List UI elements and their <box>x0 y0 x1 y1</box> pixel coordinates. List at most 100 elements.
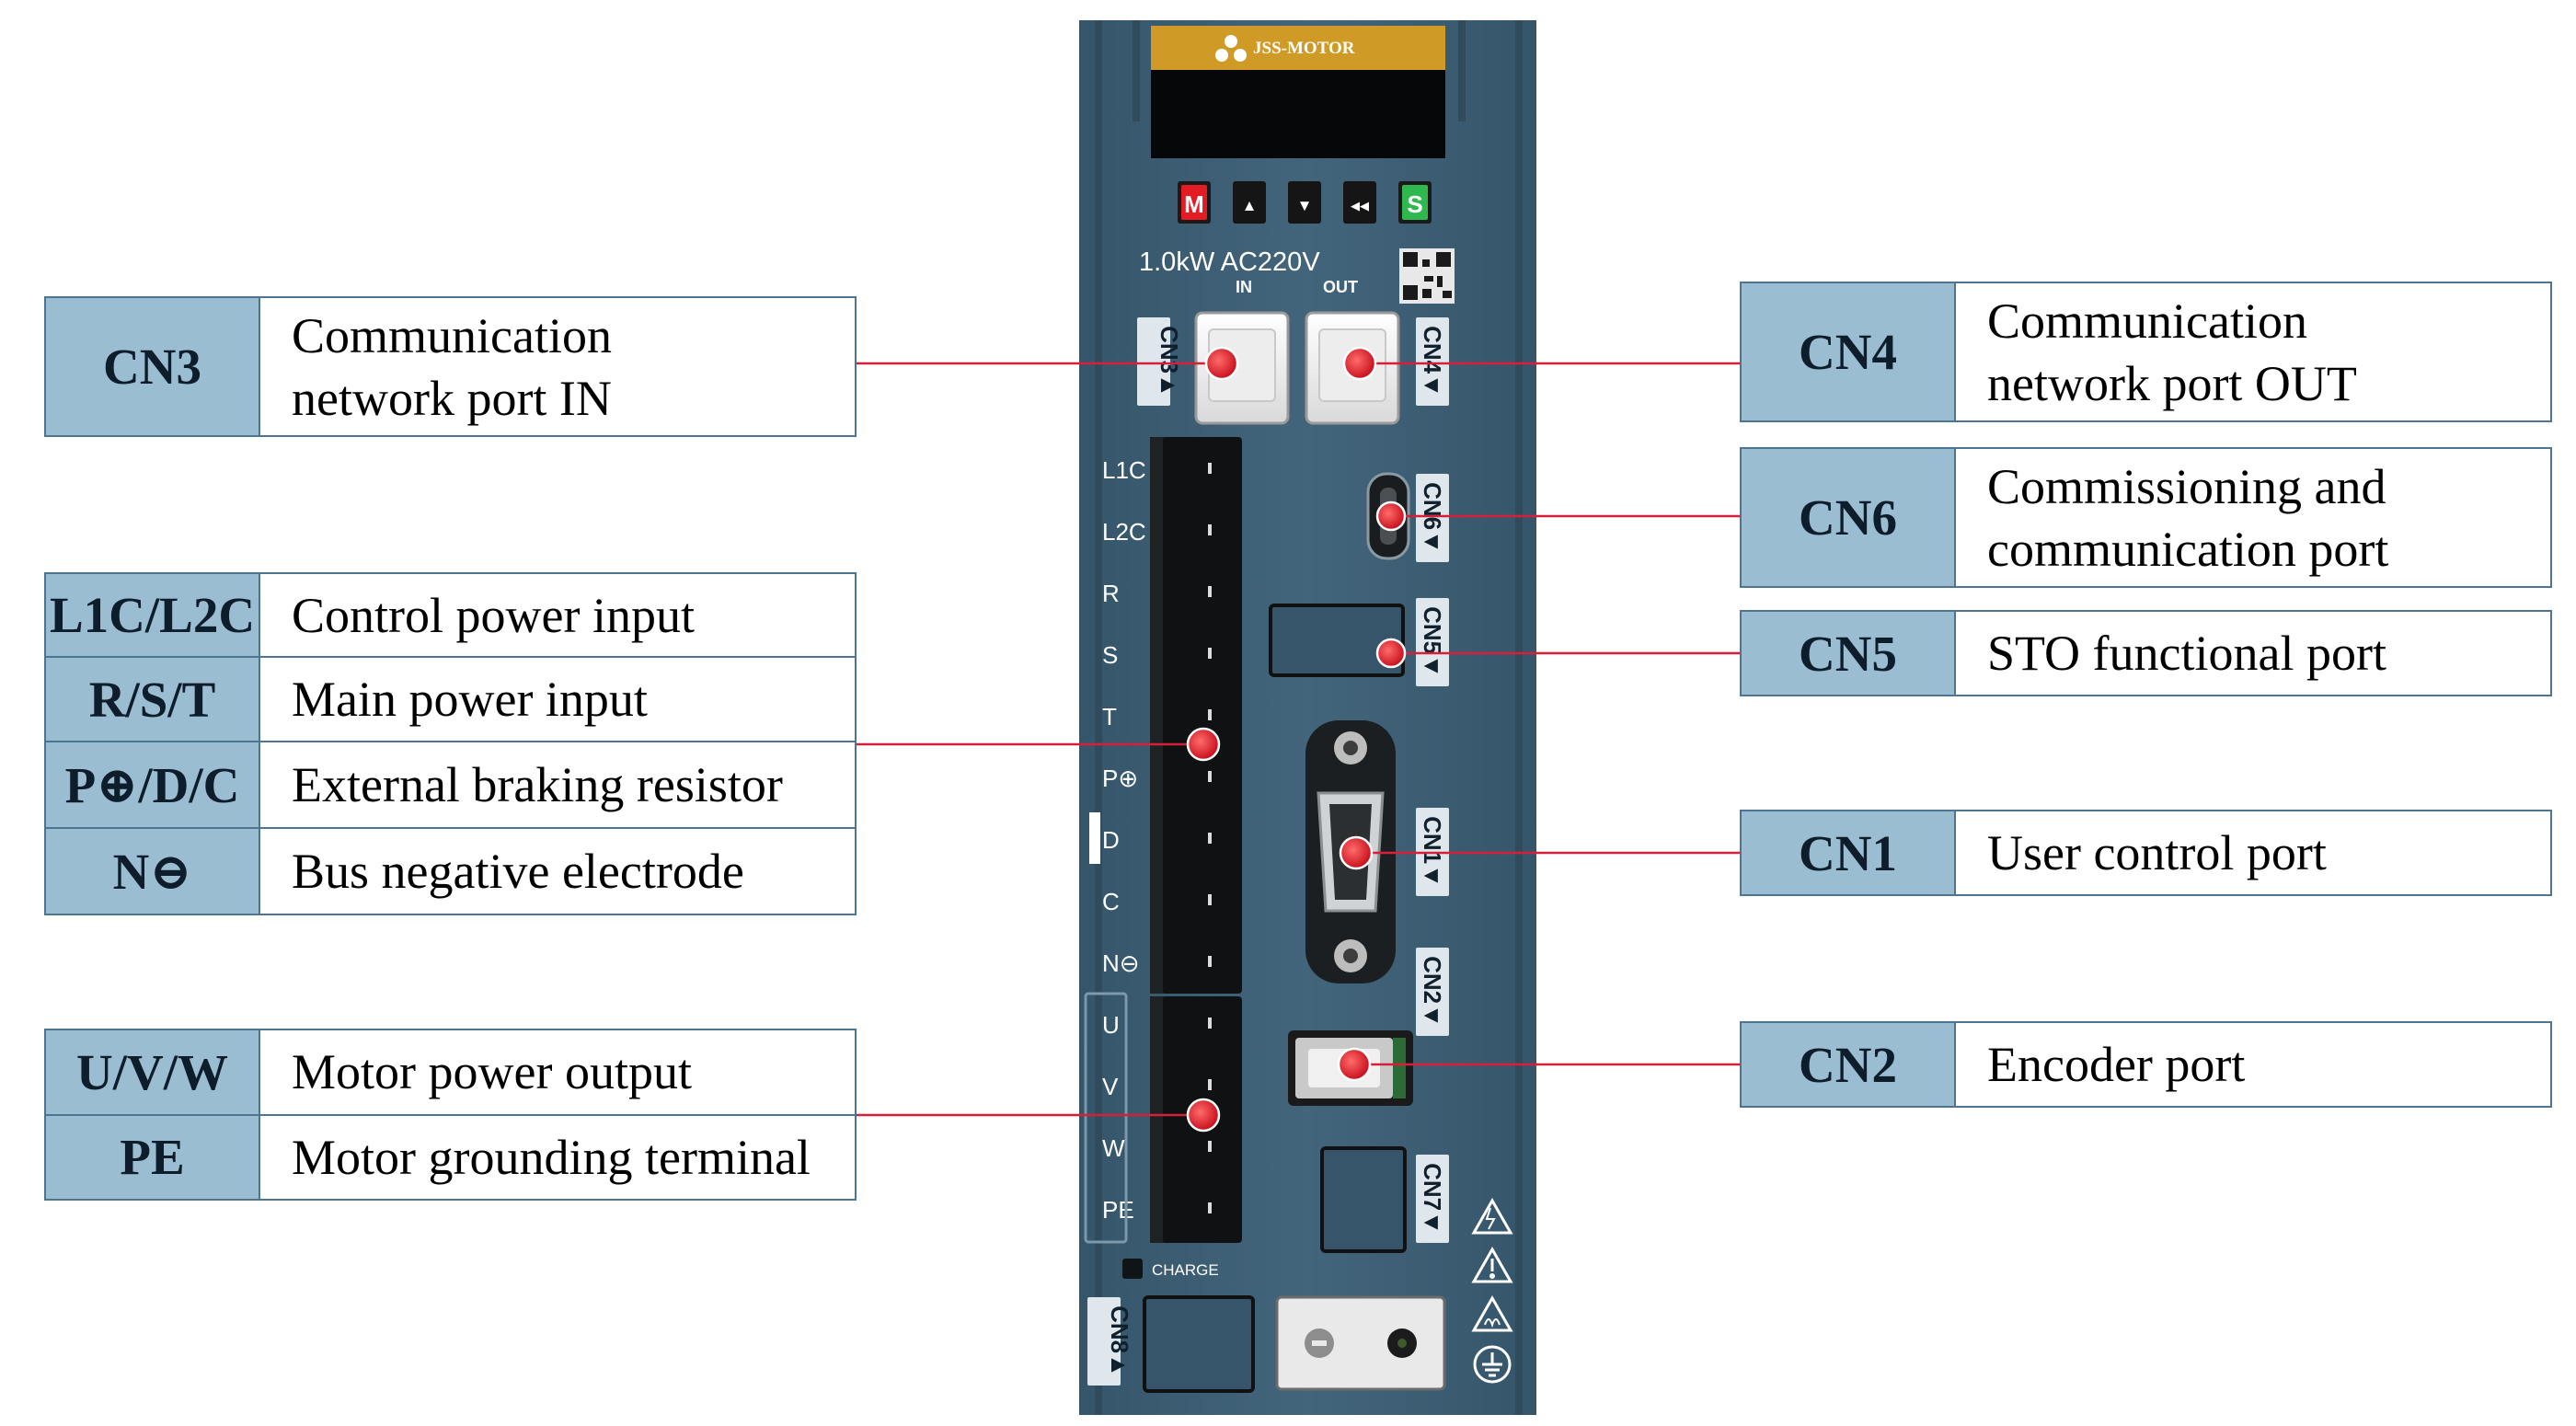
drive-body <box>1079 20 1536 1415</box>
dot-motor-terminals <box>1186 1098 1221 1133</box>
charge-led <box>1122 1259 1143 1279</box>
key-up <box>1233 181 1266 224</box>
svg-text:V: V <box>1102 1073 1119 1100</box>
svg-text:▲: ▲ <box>1242 197 1258 214</box>
terminal-labels: L1C L2C R S T P⊕ D C N⊖ U V W PE <box>1102 456 1146 1224</box>
port-out-label: OUT <box>1323 278 1358 296</box>
hot-surface-warning-icon <box>1471 1294 1513 1332</box>
leader-lines <box>857 362 1740 1117</box>
dot-cn1 <box>1339 835 1374 870</box>
table-row: N⊖ Bus negative electrode <box>44 826 857 916</box>
right-table-cn5: CN5 STO functional port <box>1740 610 2552 696</box>
terminal-key: N⊖ <box>44 826 260 916</box>
dot-power-terminals <box>1186 727 1221 762</box>
cn7-port <box>1320 1146 1407 1253</box>
port-in-label: IN <box>1236 278 1252 296</box>
cn8-port <box>1143 1295 1255 1393</box>
svg-text:L1C: L1C <box>1102 456 1146 484</box>
terminal-key: L1C/L2C <box>44 571 260 659</box>
dot-cn3 <box>1204 346 1239 381</box>
indicator-dots <box>1186 346 1407 1133</box>
power-terminal-block <box>1150 437 1242 994</box>
jumper-bar <box>1089 812 1100 864</box>
svg-text:S: S <box>1407 190 1422 218</box>
right-table-cn1: CN1 User control port <box>1740 810 2552 896</box>
svg-text:U: U <box>1102 1011 1120 1039</box>
table-row: PE Motor grounding terminal <box>44 1113 857 1201</box>
svg-text:CN8▲: CN8▲ <box>1106 1305 1133 1377</box>
svg-text:C: C <box>1102 888 1120 915</box>
warning-symbols <box>1471 1197 1513 1384</box>
charge-label: CHARGE <box>1152 1261 1219 1279</box>
svg-text:◀◀: ◀◀ <box>1351 199 1369 213</box>
keypad: M ▲ ▼ ◀◀ S <box>1178 181 1432 224</box>
svg-text:S: S <box>1102 641 1118 669</box>
terminal-key: PE <box>44 1113 260 1201</box>
table-row: R/S/T Main power input <box>44 656 857 742</box>
brand-logo-icon <box>1215 35 1247 62</box>
svg-text:D: D <box>1102 826 1120 854</box>
connector-key: CN4 <box>1740 282 1956 422</box>
terminal-key: U/V/W <box>44 1029 260 1116</box>
svg-text:W: W <box>1102 1134 1125 1162</box>
svg-text:L2C: L2C <box>1102 518 1146 546</box>
connector-key: CN6 <box>1740 447 1956 588</box>
cn6-tag: CN6▼ <box>1416 474 1449 562</box>
svg-text:CN6▼: CN6▼ <box>1419 482 1446 554</box>
dot-cn4 <box>1342 346 1377 381</box>
grounding-terminal-plate <box>1275 1295 1446 1391</box>
qr-code-icon <box>1399 248 1455 304</box>
svg-text:CN2▼: CN2▼ <box>1419 956 1446 1028</box>
connector-key: CN5 <box>1740 610 1956 696</box>
dot-cn6 <box>1375 500 1407 532</box>
connector-desc: STO functional port <box>1954 610 2552 696</box>
terminal-desc: External braking resistor <box>259 740 857 829</box>
connector-key: CN2 <box>1740 1021 1956 1108</box>
left-table-motor: U/V/W Motor power output PE Motor ground… <box>44 1029 857 1201</box>
svg-text:P⊕: P⊕ <box>1102 765 1138 792</box>
display-screen <box>1151 70 1445 158</box>
terminal-key: R/S/T <box>44 656 260 742</box>
cn2-tag: CN2▼ <box>1416 948 1449 1036</box>
table-row: CN1 User control port <box>1740 810 2552 896</box>
right-table-cn2: CN2 Encoder port <box>1740 1021 2552 1108</box>
terminal-desc: Motor power output <box>259 1029 857 1116</box>
brand-bar <box>1151 26 1445 70</box>
high-voltage-warning-icon <box>1471 1197 1513 1235</box>
terminal-desc: Main power input <box>259 656 857 742</box>
brand-name: JSS-MOTOR <box>1253 39 1355 58</box>
cn4-tag: CN4▼ <box>1416 317 1449 406</box>
ground-symbol-icon <box>1473 1345 1512 1384</box>
terminal-desc: Control power input <box>259 571 857 659</box>
svg-text:CN4▼: CN4▼ <box>1419 326 1446 397</box>
terminal-key: P⊕/D/C <box>44 740 260 829</box>
left-table-power: L1C/L2C Control power input R/S/T Main p… <box>44 571 857 916</box>
svg-text:CN3▲: CN3▲ <box>1156 326 1183 397</box>
connector-key: CN3 <box>44 296 260 437</box>
svg-text:CN7▼: CN7▼ <box>1419 1163 1446 1235</box>
dot-cn5 <box>1375 638 1407 669</box>
cn3-tag: CN3▲ <box>1137 317 1183 406</box>
connector-key: CN1 <box>1740 810 1956 896</box>
cn5-port <box>1269 604 1405 677</box>
dot-cn2 <box>1337 1047 1372 1082</box>
svg-text:R: R <box>1102 580 1120 607</box>
terminal-desc: Motor grounding terminal <box>259 1113 857 1201</box>
table-row: P⊕/D/C External braking resistor <box>44 740 857 829</box>
cn5-tag: CN5▼ <box>1416 598 1449 686</box>
connector-desc: Encoder port <box>1954 1021 2552 1108</box>
rating-label: 1.0kW AC220V <box>1139 247 1320 277</box>
caution-warning-icon <box>1471 1246 1513 1283</box>
table-row: U/V/W Motor power output <box>44 1029 857 1116</box>
terminal-desc: Bus negative electrode <box>259 826 857 916</box>
key-down <box>1288 181 1321 224</box>
